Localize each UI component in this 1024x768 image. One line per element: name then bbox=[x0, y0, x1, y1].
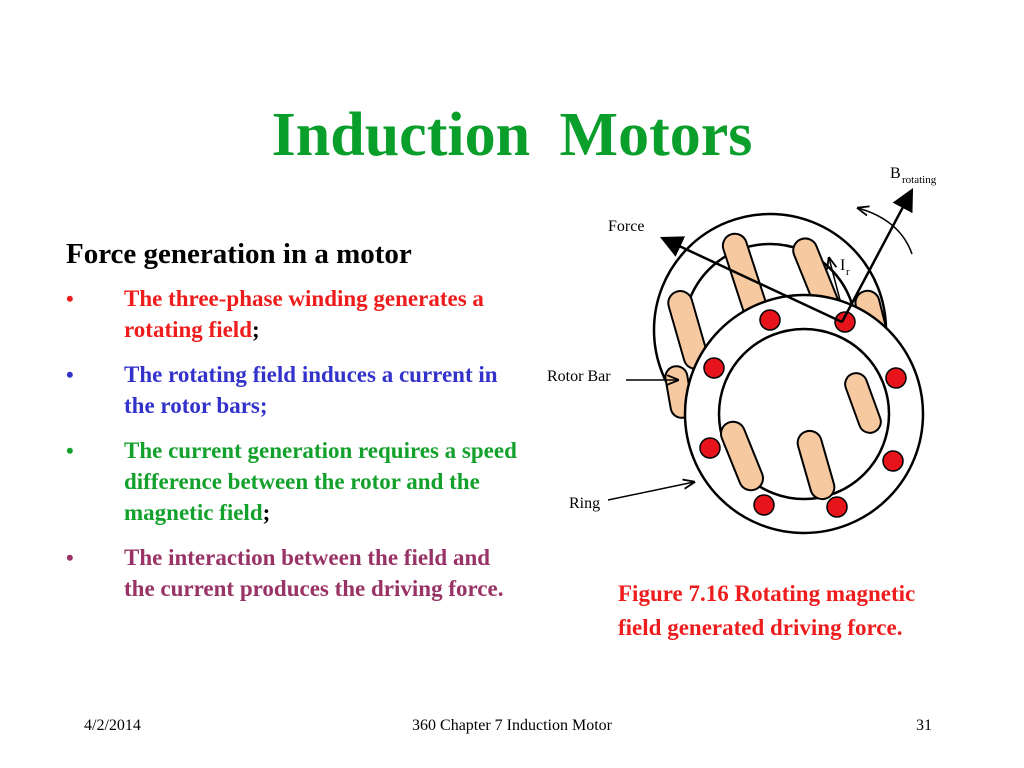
page-number: 31 bbox=[916, 717, 932, 734]
bullet-marker: • bbox=[66, 362, 74, 387]
bullet-marker: • bbox=[66, 545, 74, 570]
bullet-item: • The current generation requires a spee… bbox=[66, 435, 526, 528]
bullet-text: The interaction between the field and th… bbox=[124, 545, 504, 601]
front-ring bbox=[683, 293, 925, 535]
bullet-item: • The interaction between the field and … bbox=[66, 542, 526, 604]
current-dot bbox=[834, 311, 856, 333]
current-dot bbox=[753, 494, 775, 516]
bullet-item: • The rotating field induces a current i… bbox=[66, 359, 526, 421]
slide-title: Induction Motors bbox=[271, 101, 753, 169]
bullet-marker: • bbox=[66, 286, 74, 311]
figure-caption: Figure 7.16 Rotating magnetic field gene… bbox=[618, 581, 916, 640]
rotation-arc bbox=[858, 208, 913, 255]
slide-subtitle: Force generation in a motor bbox=[66, 238, 412, 270]
footer-title: 360 Chapter 7 Induction Motor bbox=[412, 717, 612, 734]
current-dot bbox=[885, 367, 907, 389]
bullet-text: The current generation requires a speed … bbox=[124, 438, 517, 525]
current-dot bbox=[826, 496, 848, 518]
ring-pointer bbox=[607, 482, 694, 501]
b-subscript: rotating bbox=[902, 174, 937, 186]
bullet-marker: • bbox=[66, 438, 74, 463]
footer-date: 4/2/2014 bbox=[84, 717, 141, 734]
current-arrow bbox=[829, 258, 841, 301]
current-dot bbox=[759, 309, 781, 331]
current-dot bbox=[882, 450, 904, 472]
rotor-bar bbox=[796, 429, 836, 501]
rotor-bars-front bbox=[720, 372, 882, 501]
current-dots bbox=[699, 309, 907, 518]
rotor-bar bbox=[720, 420, 764, 492]
force-arrow bbox=[659, 236, 843, 324]
rotor-bar-label: Rotor Bar bbox=[547, 368, 611, 385]
b-label: B bbox=[890, 165, 901, 182]
current-dot bbox=[699, 437, 721, 459]
i-subscript: r bbox=[846, 266, 850, 278]
i-label: I bbox=[840, 257, 845, 274]
rotor-bar bbox=[844, 372, 882, 434]
current-dot bbox=[703, 357, 725, 379]
bullet-text: The three-phase winding generates a rota… bbox=[124, 286, 484, 342]
force-label: Force bbox=[608, 218, 644, 235]
ring-label: Ring bbox=[569, 495, 600, 512]
bullet-suffix: ; bbox=[251, 317, 260, 342]
bullet-suffix: ; bbox=[262, 500, 271, 525]
bullet-text: The rotating field induces a current in … bbox=[124, 362, 498, 418]
bullet-list: • The three-phase winding generates a ro… bbox=[66, 283, 526, 618]
bullet-item: • The three-phase winding generates a ro… bbox=[66, 283, 526, 345]
b-rotating-arrow bbox=[840, 188, 914, 323]
